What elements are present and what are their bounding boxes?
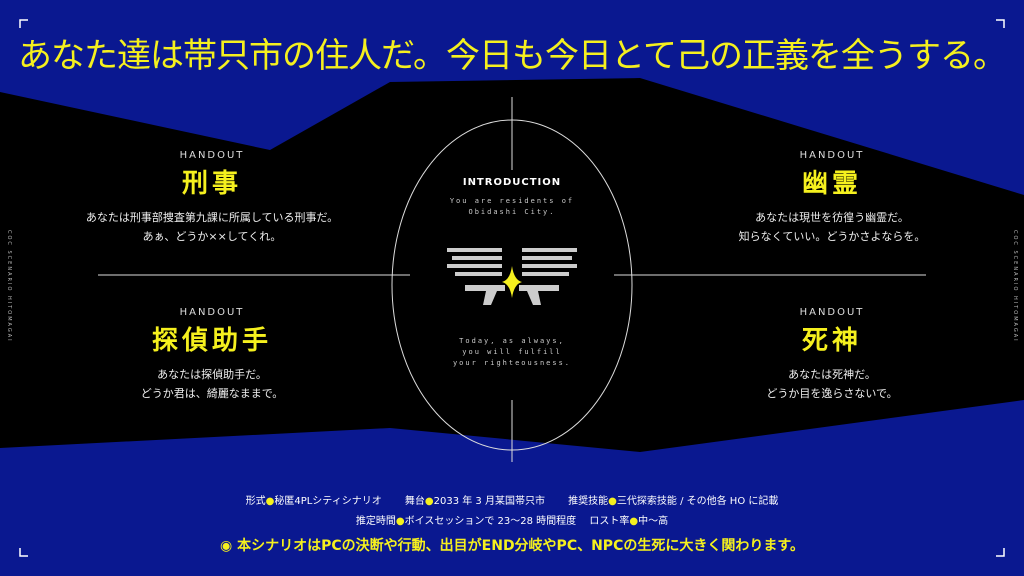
handout-desc: あなたは死神だ。 <box>788 368 876 381</box>
handout-desc: あなたは刑事部捜査第九課に所属している刑事だ。 <box>85 211 339 224</box>
skills-value: 三代探索技能 / その他各 HO に記載 <box>616 496 779 507</box>
time-value: ボイスセッションで 23～28 時間程度 <box>404 516 577 527</box>
format-value: 秘匿4PLシティシナリオ <box>274 496 382 507</box>
handout-name: 幽霊 <box>801 169 862 199</box>
bullet-icon: ● <box>424 496 434 507</box>
handout-name: 探偵助手 <box>151 326 272 356</box>
handout-detective: HANDOUT 刑事 あなたは刑事部捜査第九課に所属している刑事だ。 あぁ、どう… <box>47 150 377 246</box>
handout-label: HANDOUT <box>179 150 245 161</box>
scenario-note: ◉ 本シナリオはPCの決断や行動、出目がEND分岐やPC、NPCの生死に大きく関… <box>0 535 1024 555</box>
introduction: INTRODUCTION You are residents of Obidas… <box>412 177 612 218</box>
bullet-icon: ● <box>608 496 617 507</box>
target-icon: ◉ <box>220 538 233 554</box>
bottom-blue-band <box>0 400 1024 576</box>
handout-desc: あぁ、どうか××してくれ。 <box>142 230 282 243</box>
lost-value: 中～高 <box>638 516 669 527</box>
intro-text: Today, as always, you will fulfill your … <box>412 336 612 369</box>
intro-text-bottom: Today, as always, you will fulfill your … <box>412 328 612 369</box>
side-text-left: COC SCENARIO HITOMAGAI <box>6 230 12 343</box>
skills-label: 推奨技能 <box>568 496 609 507</box>
handout-desc: どうか目を逸らさないで。 <box>766 387 898 400</box>
lost-label: ロスト率 <box>589 516 630 527</box>
handout-label: HANDOUT <box>799 150 865 161</box>
bullet-icon: ● <box>629 516 639 527</box>
handout-label: HANDOUT <box>179 307 245 318</box>
stage-label: 舞台 <box>404 496 425 507</box>
bullet-icon: ● <box>395 516 405 527</box>
format-label: 形式 <box>245 496 266 507</box>
handout-name: 刑事 <box>181 169 242 199</box>
handout-desc: どうか君は、綺麗なままで。 <box>140 387 284 400</box>
side-text-right: COC SCENARIO HITOMAGAI <box>1012 230 1018 343</box>
stage-value: 2033 年 3 月某国帯只市 <box>433 496 545 507</box>
intro-line: your righteousness. <box>452 359 572 367</box>
intro-line: You are residents of <box>449 197 575 205</box>
info-row-2: 推定時間●ボイスセッションで 23～28 時間程度 ロスト率●中～高 <box>0 512 1024 527</box>
corner-brackets <box>19 19 1005 557</box>
bullet-icon: ● <box>265 496 275 507</box>
handout-assistant: HANDOUT 探偵助手 あなたは探偵助手だ。 どうか君は、綺麗なままで。 <box>47 307 377 403</box>
handout-reaper: HANDOUT 死神 あなたは死神だ。 どうか目を逸らさないで。 <box>667 307 997 403</box>
intro-line: you will fulfill <box>462 348 562 356</box>
handout-desc: あなたは探偵助手だ。 <box>157 368 267 381</box>
page-title: あなた達は帯只市の住人だ。今日も今日とて己の正義を全うする。 <box>18 36 1007 76</box>
wings-revolvers-star-emblem <box>447 248 577 305</box>
info-row-1: 形式●秘匿4PLシティシナリオ 舞台●2033 年 3 月某国帯只市 推奨技能●… <box>0 492 1024 507</box>
handout-desc: 知らなくていい。どうかさよならを。 <box>738 230 926 243</box>
handout-desc: あなたは現世を彷徨う幽霊だ。 <box>755 211 909 224</box>
intro-text-top: You are residents of Obidashi City. <box>412 196 612 218</box>
top-blue-band <box>0 0 1024 195</box>
intro-heading: INTRODUCTION <box>462 177 562 188</box>
note-text: 本シナリオはPCの決断や行動、出目がEND分岐やPC、NPCの生死に大きく関わり… <box>237 538 804 554</box>
handout-ghost: HANDOUT 幽霊 あなたは現世を彷徨う幽霊だ。 知らなくていい。どうかさよな… <box>667 150 997 246</box>
handout-label: HANDOUT <box>799 307 865 318</box>
time-label: 推定時間 <box>355 516 396 527</box>
intro-line: Today, as always, <box>459 337 565 345</box>
intro-line: Obidashi City. <box>468 208 556 216</box>
handout-name: 死神 <box>801 326 862 356</box>
